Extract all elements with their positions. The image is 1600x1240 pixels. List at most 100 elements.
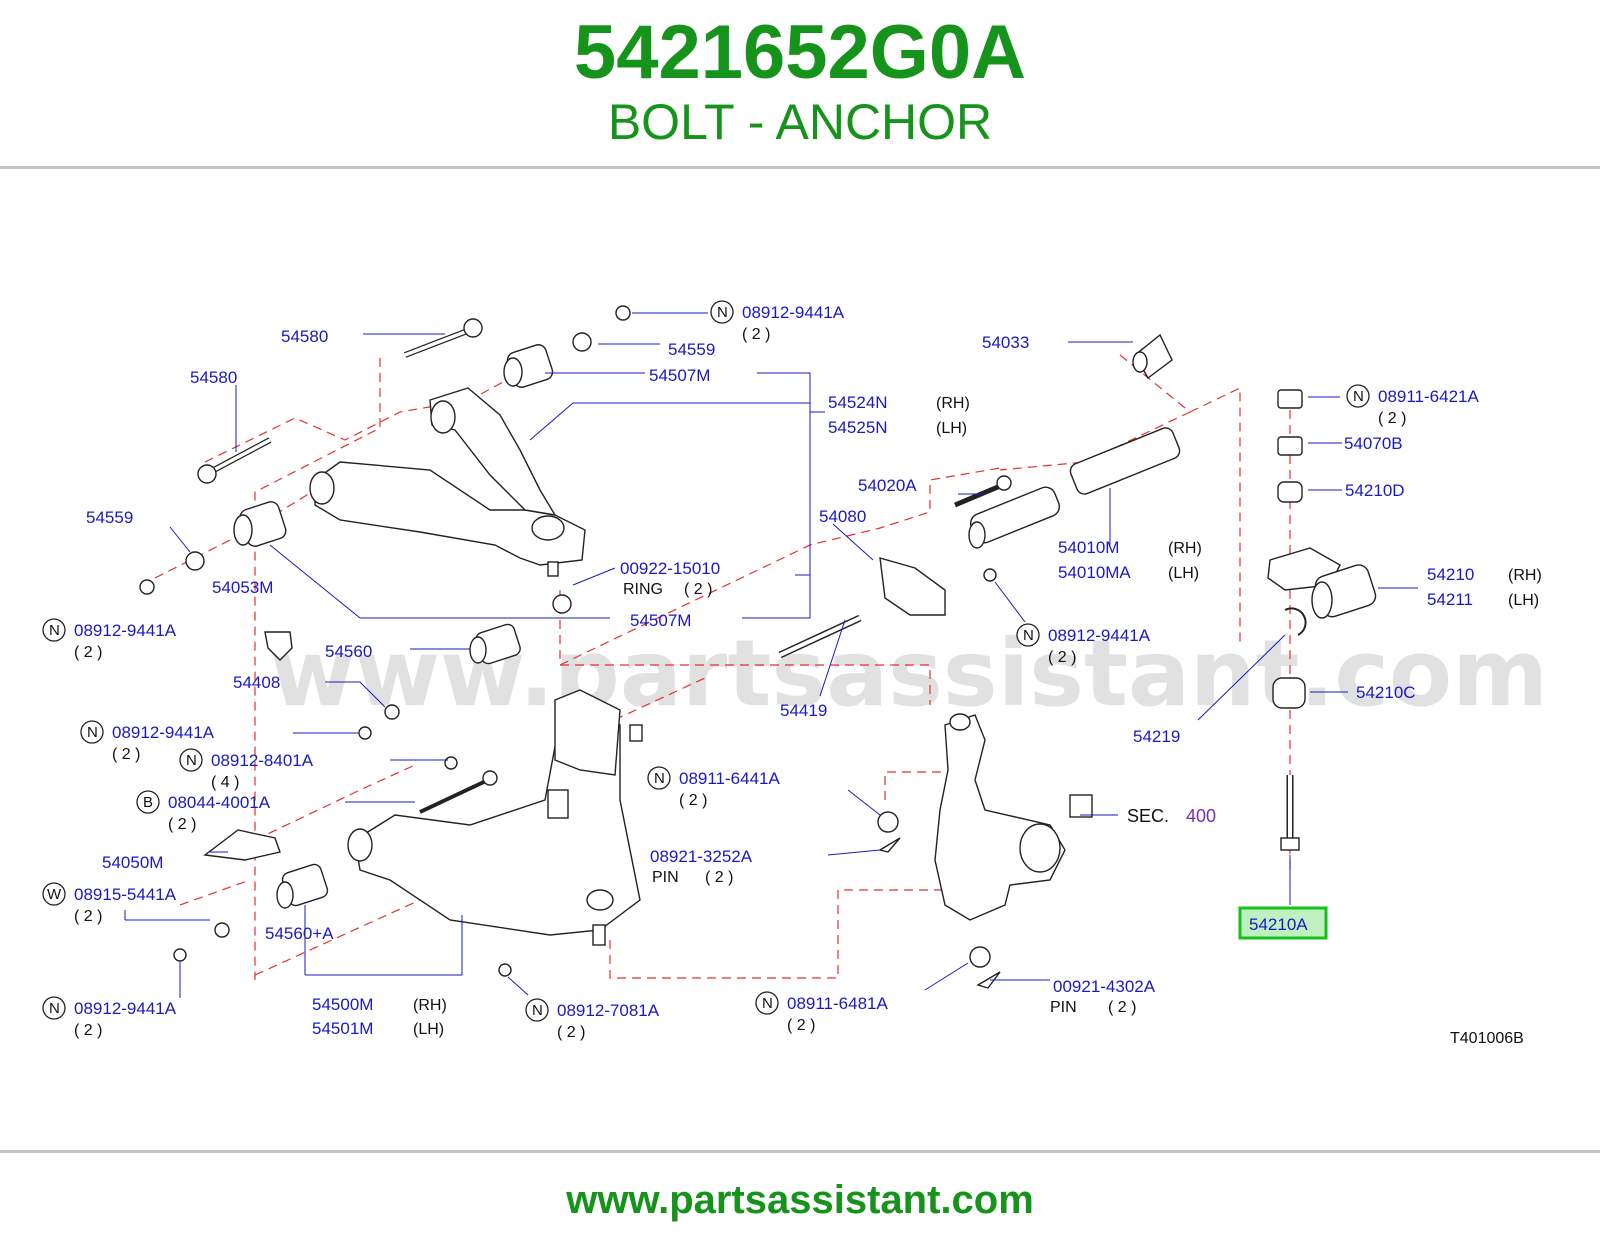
callout-qty: ( 2 ) [168,816,196,833]
rh-label: (RH) [936,395,970,412]
nut-badge-icon: N [710,300,734,324]
lower-bushings[interactable] [276,623,522,909]
ring-qty: ( 2 ) [684,581,712,598]
callout-08912-9441a-left-upper[interactable]: N 08912-9441A ( 2 ) [42,618,177,661]
anchor-nuts[interactable] [1277,389,1303,503]
label-54210d[interactable]: 54210D [1345,481,1405,500]
label-08921-3252a[interactable]: 08921-3252A [650,847,753,866]
callout-code: 08912-9441A [1048,626,1151,645]
torsion-bar-anchor-arm[interactable] [1267,547,1378,619]
label-54070b[interactable]: 54070B [1344,434,1403,453]
callout-code: 08911-6481A [787,994,888,1013]
callout-08912-9441a-top[interactable]: N 08912-9441A ( 2 ) [710,300,845,343]
nut-badge-icon: N [42,996,66,1020]
callout-08912-9441a-right[interactable]: N 08912-9441A ( 2 ) [1016,623,1151,666]
callout-code: 08911-6441A [679,769,780,788]
label-54560a[interactable]: 54560+A [265,924,334,943]
section-400-link[interactable]: 400 [1186,806,1216,826]
footer-site-link[interactable]: www.partsassistant.com [566,1178,1034,1222]
label-54580-top[interactable]: 54580 [281,327,328,346]
nut-badge-icon: N [525,998,549,1022]
bolt-badge-icon: B [136,790,160,814]
lh-label: (LH) [1168,565,1199,582]
bump-stopper[interactable] [1132,333,1173,380]
lower-control-arm[interactable] [347,689,643,946]
part-name-subtitle: BOLT - ANCHOR [607,94,993,150]
anchor-bolt-54210a[interactable] [1280,775,1300,851]
label-54507m-top[interactable]: 54507M [649,366,710,385]
label-54080[interactable]: 54080 [819,507,866,526]
label-54210[interactable]: 54210 [1427,565,1474,584]
callout-08044-4001a[interactable]: B 08044-4001A ( 2 ) [136,790,271,833]
pin-qty: ( 2 ) [1108,999,1136,1016]
rh-label: (RH) [1508,567,1542,584]
label-54408[interactable]: 54408 [233,673,280,692]
upper-arm-bolt-front[interactable] [403,318,483,358]
upper-arm-bolt-rear[interactable] [197,437,272,484]
rh-label: (RH) [1168,540,1202,557]
label-54219[interactable]: 54219 [1133,727,1180,746]
label-54010m[interactable]: 54010M [1058,538,1119,557]
torsion-bar-spindle[interactable] [778,475,1012,659]
upper-bushing-front[interactable] [503,343,555,390]
label-54525n[interactable]: 54525N [828,418,888,437]
label-54559-left[interactable]: 54559 [86,508,133,527]
callout-08911-6441a[interactable]: N 08911-6441A ( 2 ) [647,766,780,809]
callout-08912-8401a[interactable]: N 08912-8401A ( 4 ) [179,748,314,791]
washers-nuts-upper[interactable] [139,305,631,661]
steering-knuckle[interactable] [877,713,1093,989]
label-00922-15010[interactable]: 00922-15010 [620,559,720,578]
selected-part-54210a[interactable]: 54210A [1238,906,1328,940]
callout-code: 08911-6421A [1378,387,1479,406]
washer-badge-icon: W [42,882,66,906]
callout-08912-9441a-bottom[interactable]: N 08912-9441A ( 2 ) [42,996,177,1039]
label-54560[interactable]: 54560 [325,642,372,661]
callout-qty: ( 2 ) [112,746,140,763]
nut-badge-icon: N [647,766,671,790]
lh-label: (LH) [936,420,967,437]
anchor-bushing-54210c[interactable] [1272,677,1306,709]
ring-label: RING [623,581,663,598]
svg-text:N: N [186,752,197,769]
callout-code: 08044-4001A [168,793,271,812]
label-54210a[interactable]: 54210A [1249,915,1308,934]
callout-08915-5441a[interactable]: W 08915-5441A ( 2 ) [42,882,177,925]
callout-qty: ( 2 ) [557,1024,585,1041]
label-54559-top[interactable]: 54559 [668,340,715,359]
svg-text:N: N [717,304,728,321]
label-54020a[interactable]: 54020A [858,476,917,495]
part-number-title: 5421652G0A [573,10,1027,95]
label-54507m-bottom[interactable]: 54507M [630,611,691,630]
callout-qty: ( 2 ) [74,908,102,925]
snap-ring-54219[interactable] [1284,607,1307,636]
svg-text:N: N [87,724,98,741]
label-54050m[interactable]: 54050M [102,853,163,872]
svg-text:N: N [532,1002,543,1019]
label-54419[interactable]: 54419 [780,701,827,720]
callout-code: 08912-8401A [211,751,314,770]
callout-08912-9441a-left-mid[interactable]: N 08912-9441A ( 2 ) [80,720,215,763]
label-54501m[interactable]: 54501M [312,1019,373,1038]
callout-08911-6421a[interactable]: N 08911-6421A ( 2 ) [1346,384,1479,427]
label-00921-4302a[interactable]: 00921-4302A [1053,977,1156,996]
label-54500m[interactable]: 54500M [312,995,373,1014]
lh-label: (LH) [1508,592,1539,609]
label-54010ma[interactable]: 54010MA [1058,563,1131,582]
label-54211[interactable]: 54211 [1427,590,1473,609]
torsion-bar[interactable] [968,426,1182,549]
upper-control-arm[interactable] [309,387,586,577]
nut-badge-icon: N [1016,623,1040,647]
label-54033[interactable]: 54033 [982,333,1029,352]
label-54053m[interactable]: 54053M [212,578,273,597]
label-54210c[interactable]: 54210C [1356,683,1416,702]
callout-08912-7081a[interactable]: N 08912-7081A ( 2 ) [525,998,660,1041]
label-54524n[interactable]: 54524N [828,393,888,412]
label-54580-left[interactable]: 54580 [190,368,237,387]
callout-08911-6481a[interactable]: N 08911-6481A ( 2 ) [755,991,888,1034]
svg-text:W: W [47,886,62,903]
callout-qty: ( 2 ) [679,792,707,809]
svg-text:N: N [1353,388,1364,405]
svg-text:B: B [143,794,153,811]
upper-bushing-rear[interactable] [233,500,288,549]
